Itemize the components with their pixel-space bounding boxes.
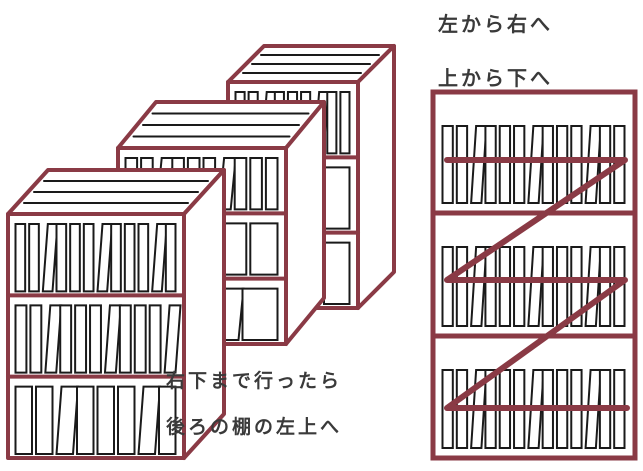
left-to-right-label: 左から右へ — [438, 12, 553, 36]
book — [35, 385, 54, 455]
book — [555, 125, 569, 204]
book — [498, 125, 512, 204]
book — [137, 223, 150, 293]
book — [69, 223, 81, 293]
book — [89, 304, 102, 374]
book — [241, 287, 279, 341]
book — [484, 246, 497, 327]
book — [570, 246, 583, 327]
book — [117, 385, 136, 455]
book — [148, 304, 162, 374]
book — [339, 91, 351, 155]
book — [55, 223, 68, 293]
book — [14, 385, 33, 455]
book — [96, 385, 115, 455]
book — [158, 385, 177, 455]
book — [598, 125, 612, 204]
book — [249, 157, 263, 211]
front-bookcase — [6, 168, 226, 460]
book — [118, 304, 132, 374]
book — [74, 304, 88, 374]
book — [76, 385, 95, 455]
book — [555, 246, 569, 327]
book — [133, 304, 147, 374]
bookcase-side — [284, 100, 326, 346]
book — [498, 246, 512, 327]
after-bottom-right-label: 右下まで行ったら — [166, 370, 343, 392]
bookcase-side — [356, 44, 396, 310]
book — [14, 223, 27, 293]
book — [326, 91, 338, 155]
book — [323, 166, 351, 230]
book — [455, 125, 469, 204]
book — [441, 246, 454, 327]
book — [123, 223, 136, 293]
back-shelf-top-left-label: 後ろの棚の左上へ — [166, 416, 343, 438]
book — [513, 125, 526, 204]
book — [233, 157, 248, 211]
book — [28, 223, 40, 293]
book — [29, 304, 43, 374]
book — [14, 304, 28, 374]
book — [164, 223, 177, 293]
book — [570, 125, 583, 204]
book — [441, 125, 454, 204]
z-order-path — [444, 157, 630, 411]
book — [110, 223, 122, 293]
book — [513, 246, 526, 327]
book — [541, 125, 554, 204]
front-view-bookcase — [430, 89, 638, 461]
book — [541, 246, 554, 327]
book — [323, 241, 351, 305]
top-to-bottom-label: 上から下へ — [438, 66, 553, 90]
book — [249, 222, 279, 276]
book — [455, 246, 469, 327]
book — [163, 304, 182, 374]
book — [484, 125, 497, 204]
book — [598, 246, 612, 327]
book — [264, 157, 279, 211]
book — [82, 223, 95, 293]
book — [59, 304, 73, 374]
